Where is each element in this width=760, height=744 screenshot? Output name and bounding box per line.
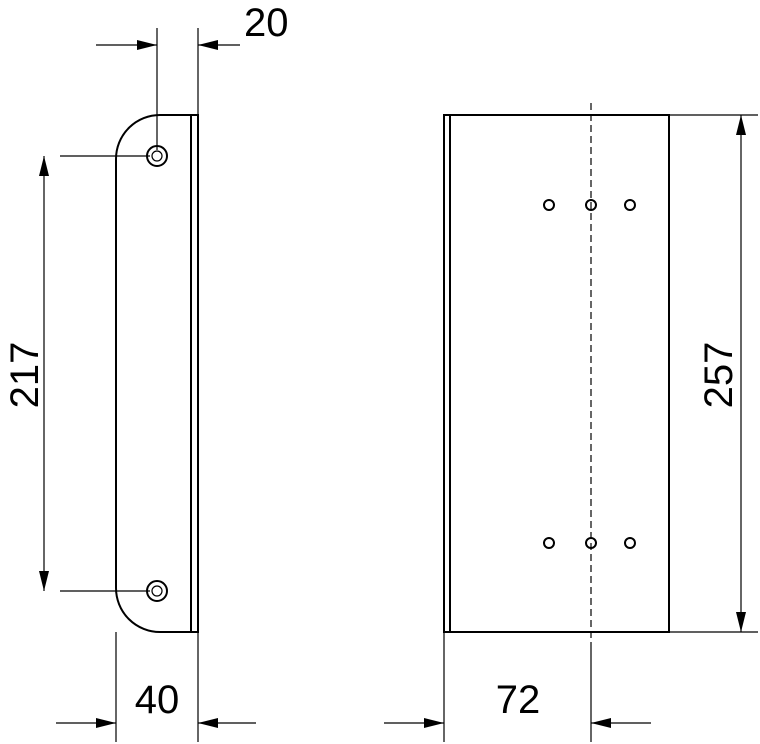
side-view-outline <box>115 114 199 633</box>
hole-row-bottom <box>543 537 636 549</box>
front-view-outline <box>443 114 670 633</box>
dimension-label-40: 40 <box>135 678 180 722</box>
dimension-hole-spacing: 217 <box>3 155 150 592</box>
hole-row-top <box>543 199 636 211</box>
front-hole <box>585 537 597 549</box>
front-view: 72 257 <box>384 103 758 742</box>
dimension-front-width: 72 <box>384 632 651 742</box>
front-hole <box>543 199 555 211</box>
dimension-overall-height: 257 <box>669 114 758 633</box>
front-hole <box>543 537 555 549</box>
front-hole <box>624 537 636 549</box>
dimension-label-20: 20 <box>244 1 289 45</box>
front-hole <box>624 199 636 211</box>
dimension-label-217: 217 <box>3 342 47 409</box>
dimension-top-width: 20 <box>96 1 289 150</box>
dimension-label-72: 72 <box>496 678 541 722</box>
side-view: 20 217 40 <box>3 1 289 742</box>
dimension-label-257: 257 <box>697 342 741 409</box>
front-hole <box>585 199 597 211</box>
dimension-side-depth: 40 <box>56 632 256 742</box>
